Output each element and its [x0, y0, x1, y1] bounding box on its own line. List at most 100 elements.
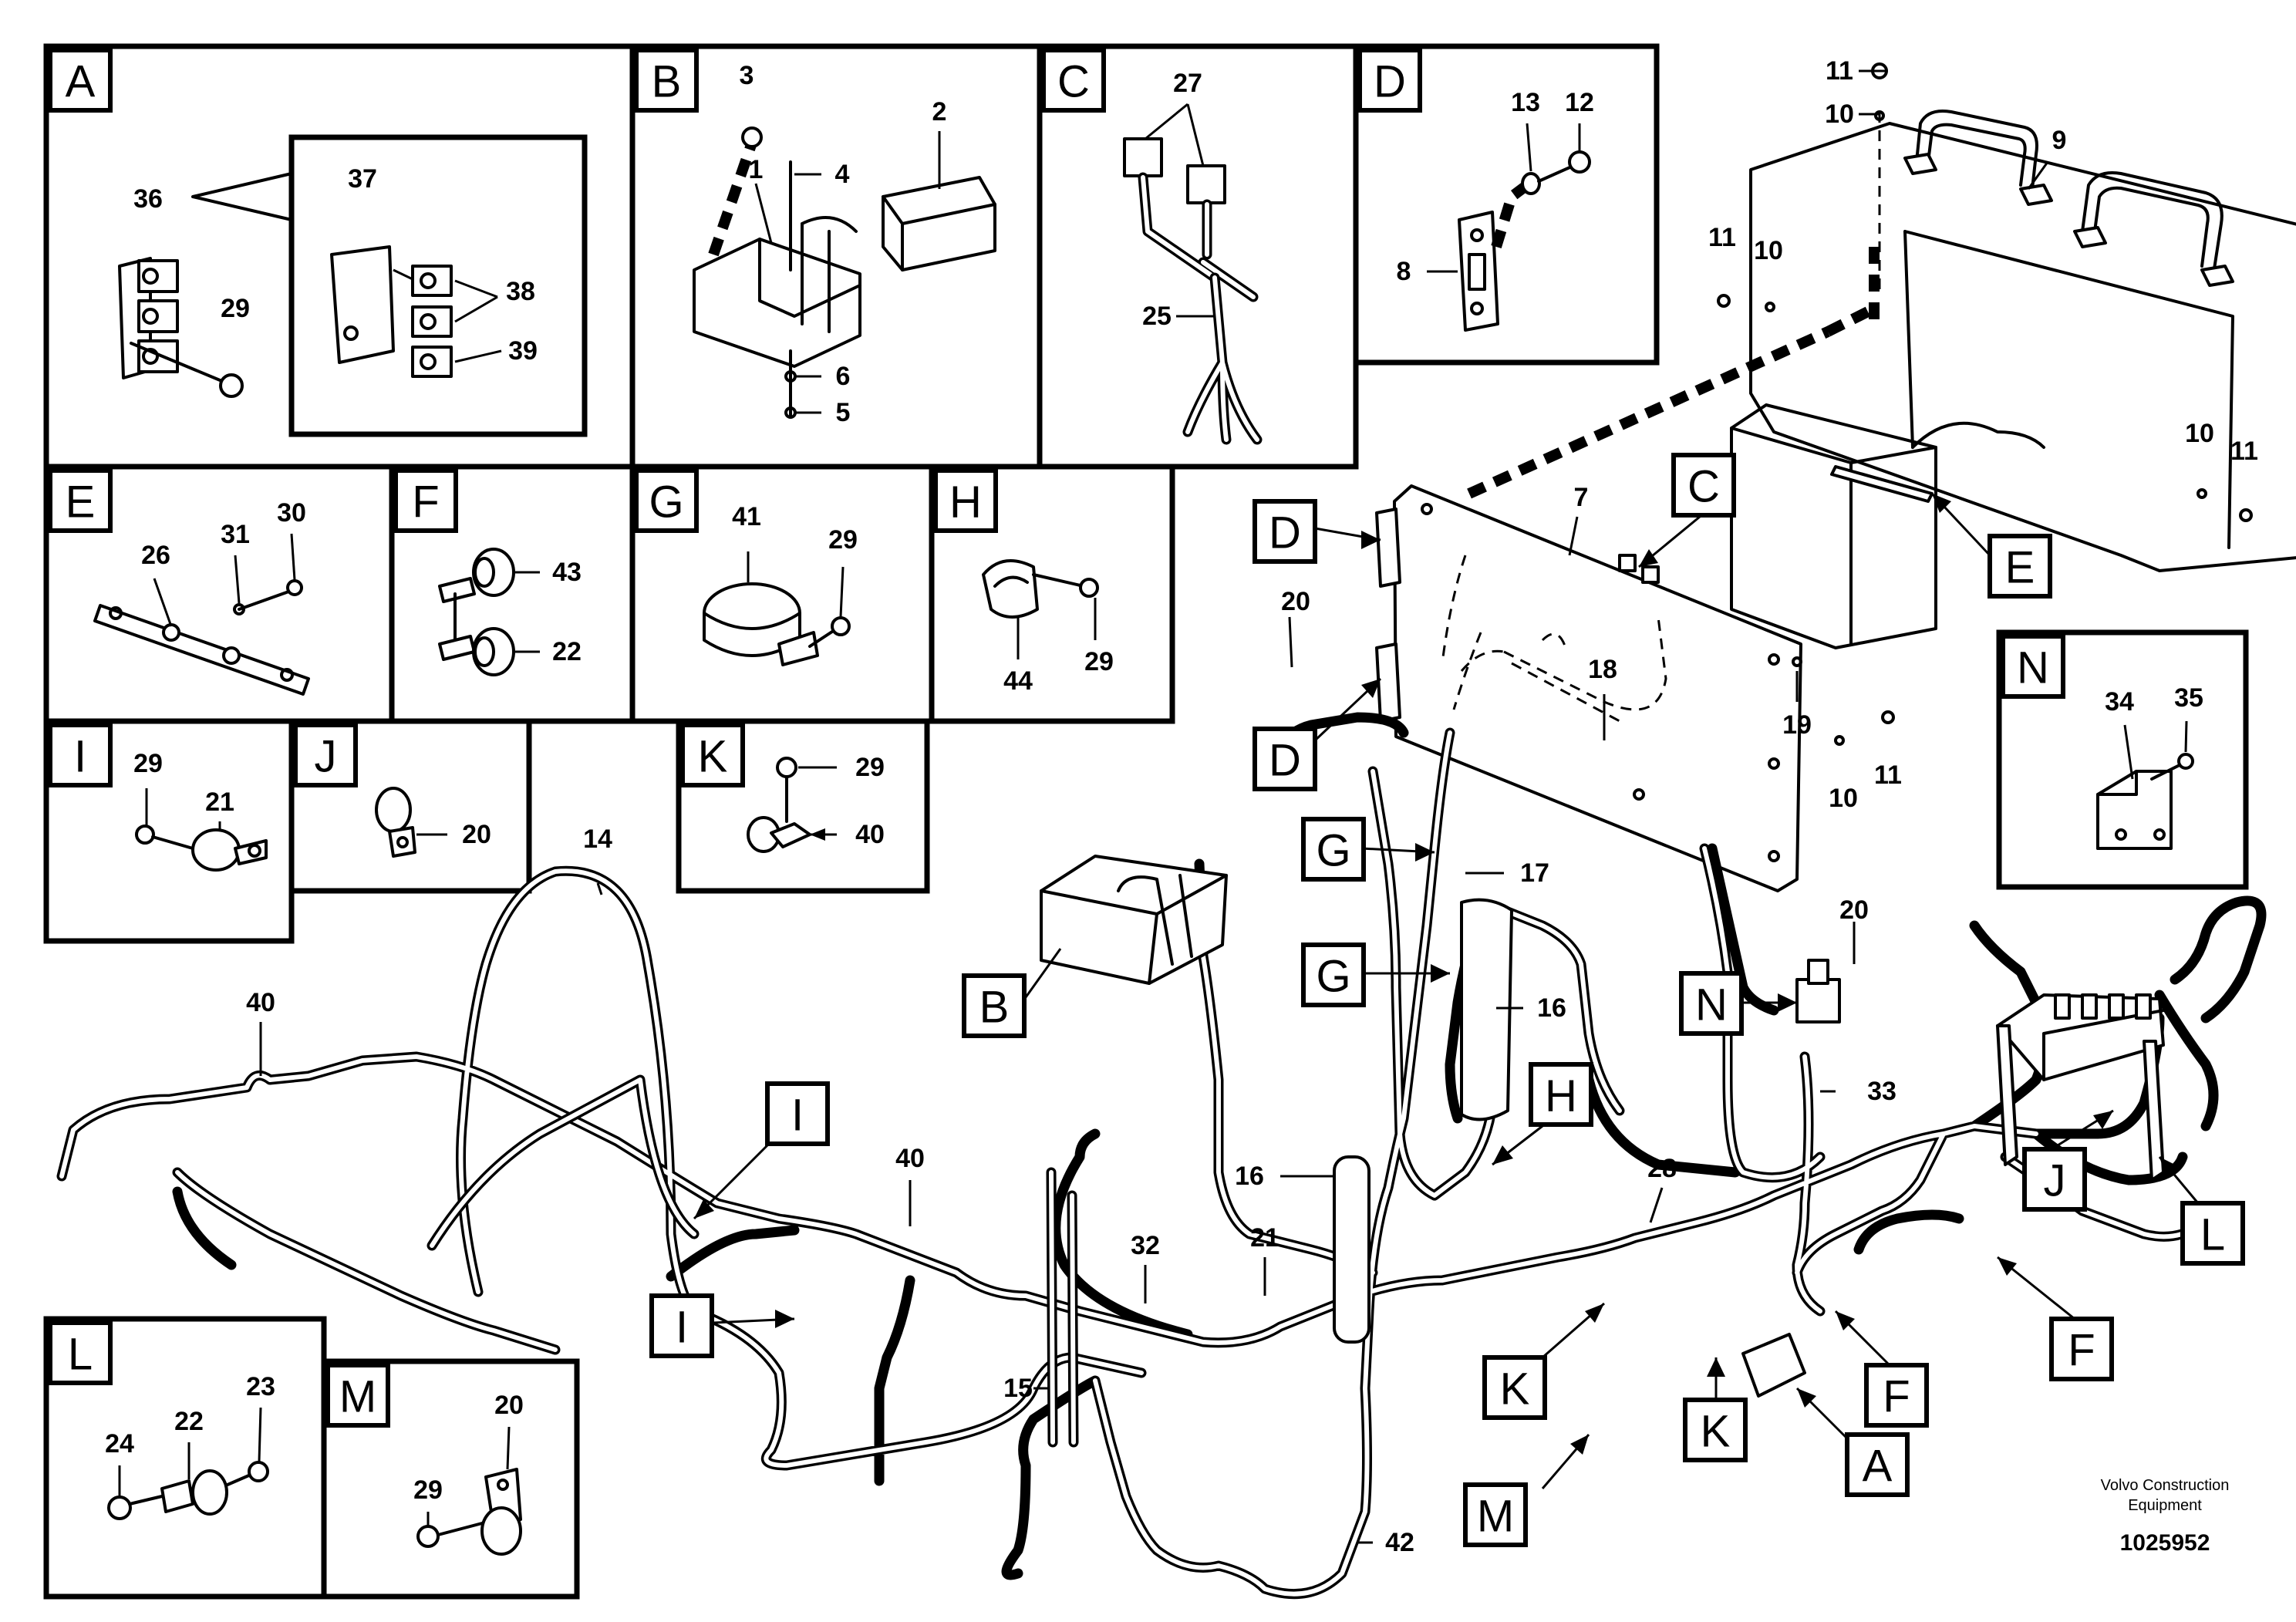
- part-number-label: 10: [1754, 236, 1783, 265]
- panel-tag-b: B: [634, 48, 699, 113]
- hole: [109, 606, 123, 620]
- bolt-head-35: [2177, 753, 2194, 770]
- callout-k: K: [1482, 1355, 1547, 1420]
- pipe-inner: [430, 1077, 696, 1248]
- clip-c: [411, 346, 453, 378]
- relay-2: [1186, 164, 1226, 204]
- leader: [2123, 724, 2134, 780]
- panel-tag-c: C: [1041, 48, 1106, 113]
- part-number-label: 7: [1574, 483, 1589, 512]
- leader: [454, 349, 502, 363]
- callout-letter: D: [1269, 508, 1301, 558]
- panel-h: [929, 464, 1175, 724]
- callout-letter: G: [1316, 952, 1350, 1002]
- arrow: [1639, 549, 1658, 567]
- hole: [1421, 503, 1433, 515]
- handle-1-inner: [1927, 123, 2027, 187]
- callout-leaders: [259, 69, 2200, 1544]
- arrow: [2093, 1111, 2113, 1129]
- callout-n: N: [1679, 971, 1744, 1036]
- leader: [1526, 123, 1532, 172]
- panel-tag-e: E: [48, 468, 113, 533]
- panel-tag-l: L: [48, 1320, 113, 1385]
- handle-foot: [2073, 226, 2107, 248]
- arrow: [1585, 1303, 1604, 1323]
- bolt-11: [1717, 294, 1731, 308]
- bolt-11: [2239, 508, 2253, 522]
- leader: [596, 882, 603, 895]
- callout-g: G: [1301, 817, 1366, 882]
- part-number-label: 36: [133, 184, 163, 214]
- callout-f: F: [1864, 1363, 1929, 1428]
- cover-plate: [330, 245, 395, 364]
- panel-tag-n: N: [2001, 634, 2065, 699]
- bolt-23: [226, 1473, 252, 1486]
- panel-b-contents: [693, 126, 996, 419]
- panel-letter: F: [412, 477, 439, 528]
- panel-d-contents: [1427, 123, 1591, 332]
- bolt-35: [2150, 762, 2184, 781]
- cover-box-9: [1749, 122, 2296, 572]
- battery-cover: [882, 176, 996, 271]
- box-inner-edges: [1903, 230, 2234, 549]
- bolt-11: [1881, 710, 1895, 724]
- callout-j: J: [2022, 1147, 2087, 1212]
- washer-13: [1521, 172, 1541, 195]
- bolt-head-29: [831, 616, 851, 636]
- callout-f: F: [2049, 1317, 2114, 1381]
- callout-c: C: [1671, 453, 1736, 518]
- hole: [142, 308, 159, 325]
- part-number-label: 10: [1825, 99, 1854, 129]
- assembly-path: [1467, 303, 1877, 499]
- part-number-label: 22: [552, 637, 582, 666]
- part-number-label: 21: [205, 787, 234, 817]
- part-number-label: 20: [462, 820, 491, 849]
- part-number-label: 10: [1829, 784, 1858, 813]
- part-number-label: 24: [105, 1429, 134, 1458]
- shaft: [128, 1495, 164, 1506]
- arrow: [1836, 1311, 1855, 1330]
- clip-43-foot: [438, 577, 476, 603]
- callout-letter: B: [979, 983, 1010, 1033]
- handle-2: [2081, 171, 2224, 275]
- bolt-head: [219, 373, 244, 398]
- callout-m: M: [1463, 1482, 1528, 1547]
- part-number-label: 22: [174, 1407, 204, 1436]
- part-number-label: 33: [1867, 1077, 1896, 1106]
- callout-e: E: [1988, 534, 2052, 599]
- part-number-label: 20: [494, 1391, 524, 1420]
- leader: [2027, 161, 2049, 190]
- panel-tag-a: A: [48, 48, 113, 113]
- panel-tag-h: H: [933, 468, 998, 533]
- panel-letter: E: [66, 477, 96, 528]
- panel-letter: J: [315, 732, 337, 782]
- bolt-head-23: [248, 1461, 269, 1482]
- hole: [1470, 302, 1484, 315]
- bolt-12-head: [1568, 150, 1591, 174]
- part-number-label: 35: [2174, 683, 2203, 713]
- panel-letter: A: [66, 57, 96, 107]
- callout-letter: M: [1477, 1492, 1514, 1542]
- part-number-label: 40: [855, 820, 885, 849]
- part-number-label: 29: [855, 753, 885, 782]
- hole: [396, 836, 409, 848]
- part-number-label: 9: [2052, 126, 2067, 155]
- ecu-box-edges: [1730, 427, 1937, 646]
- panel-letter: G: [649, 477, 683, 528]
- hole: [2115, 828, 2127, 841]
- hole: [420, 313, 437, 330]
- hole: [343, 325, 359, 341]
- part-number-label: 16: [1235, 1162, 1264, 1191]
- panel-k: [676, 718, 930, 894]
- leader: [454, 279, 498, 298]
- arrow: [694, 1199, 714, 1219]
- clip-43-hole: [474, 557, 495, 588]
- panel-letter: K: [698, 732, 728, 782]
- callout-a: A: [1845, 1432, 1910, 1497]
- part-number-label: 29: [221, 294, 250, 323]
- arrow: [810, 828, 825, 841]
- part-number-label: 23: [246, 1372, 275, 1401]
- arrow: [1707, 1357, 1725, 1377]
- callout-letter: H: [1545, 1071, 1577, 1121]
